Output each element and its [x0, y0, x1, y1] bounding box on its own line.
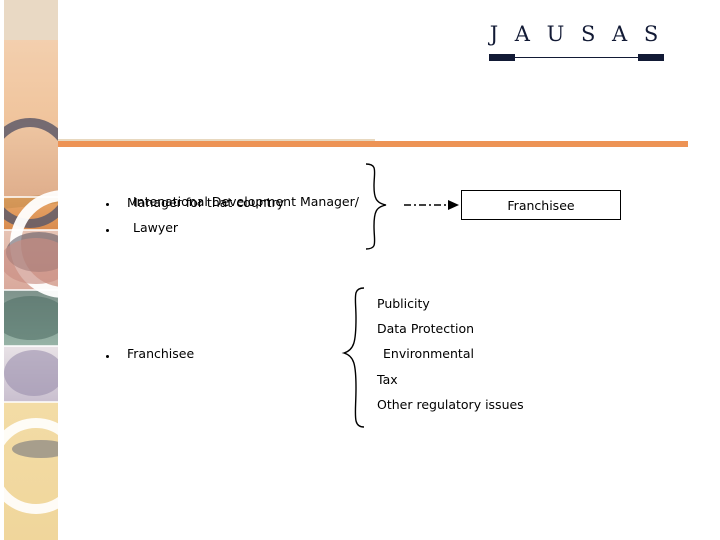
- brand-logo: J A U S A S: [489, 22, 664, 62]
- brace-right-top: [365, 163, 387, 250]
- bullet-icon: [106, 355, 109, 358]
- list-item-label: Intenational Development Manager/: [133, 194, 359, 209]
- strip-divider-5: [4, 401, 58, 403]
- connector-arrowhead: [448, 200, 459, 210]
- decorative-image-strip: [4, 0, 58, 540]
- strip-band-gold: [4, 402, 58, 540]
- strip-divider-4: [4, 345, 58, 347]
- list-item-label: Franchisee: [127, 346, 195, 361]
- list-item-lawyer: Lawyer: [106, 220, 178, 235]
- strip-band-orange: [4, 197, 58, 230]
- bullet-icon: [106, 203, 109, 206]
- list-item-development-manager: Intenational Development Manager/: [106, 194, 359, 209]
- brand-logo-rule: [489, 53, 664, 62]
- bullet-icon: [106, 229, 109, 232]
- list-item-franchisee: Franchisee: [106, 346, 194, 361]
- strip-band-pink: [4, 230, 58, 290]
- header-divider-secondary: [58, 139, 375, 142]
- strip-band-peach2: [4, 122, 58, 197]
- issue-item-tax: Tax: [377, 372, 398, 387]
- strip-band-teal: [4, 290, 58, 346]
- strip-divider-1: [4, 196, 58, 198]
- logo-rule-line: [489, 57, 664, 58]
- strip-band-purple: [4, 346, 58, 402]
- franchisee-box-label: Franchisee: [507, 197, 575, 213]
- brace-left-bottom: [341, 287, 365, 428]
- list-item-manager-for-country: Manager for that country: [127, 195, 285, 210]
- header-divider-accent: [58, 141, 688, 147]
- strip-band-peach: [4, 40, 58, 122]
- strip-divider-2: [4, 229, 58, 231]
- issue-item-environmental: Environmental: [383, 346, 474, 361]
- strip-divider-3: [4, 289, 58, 291]
- issue-item-other-regulatory: Other regulatory issues: [377, 397, 524, 412]
- logo-rule-cap-right: [638, 54, 664, 61]
- logo-rule-cap-left: [489, 54, 515, 61]
- list-item-label: Lawyer: [133, 220, 179, 235]
- issue-item-data-protection: Data Protection: [377, 321, 475, 336]
- strip-band-tan: [4, 0, 58, 40]
- issue-item-publicity: Publicity: [377, 296, 430, 311]
- franchisee-box: Franchisee: [461, 190, 621, 220]
- brand-logo-text: J A U S A S: [489, 22, 664, 46]
